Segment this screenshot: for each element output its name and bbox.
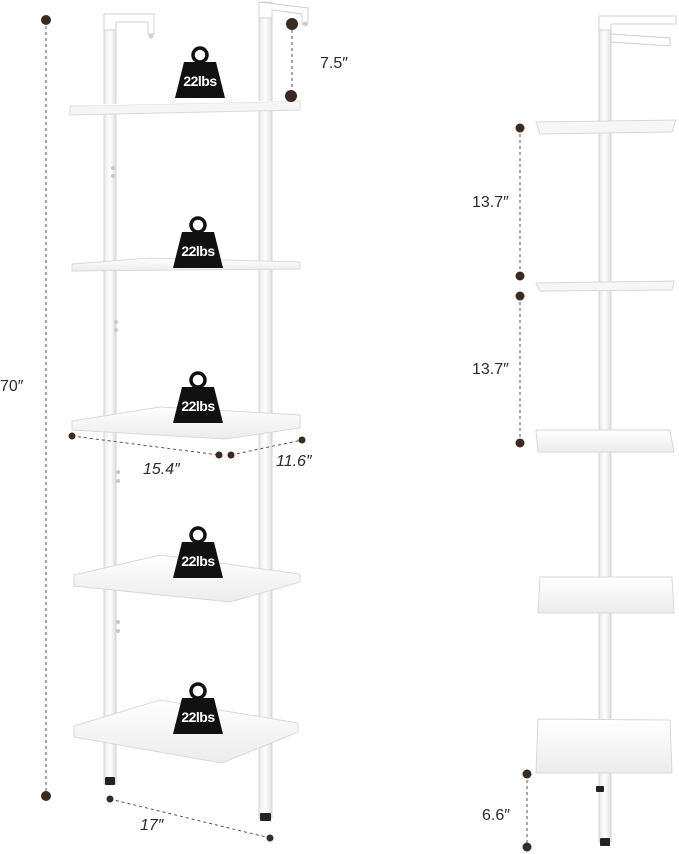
shelf-1 — [69, 100, 301, 116]
shelf-width-label: 15.4″ — [143, 461, 181, 478]
weight-badge-3: 22lbs — [173, 371, 223, 423]
shelf-depth-line — [230, 439, 303, 456]
weight-label: 22lbs — [181, 398, 215, 414]
right-top-hook — [258, 1, 309, 25]
post-screws — [111, 166, 120, 633]
left-post — [103, 13, 117, 785]
base-depth-label: 17″ — [140, 817, 165, 834]
right-hook-screw — [302, 21, 308, 27]
side-dimension-dots — [515, 123, 532, 852]
side-shelf-2 — [535, 280, 675, 292]
side-top-bracket — [610, 33, 671, 47]
side-foot — [600, 838, 610, 846]
shelf-width-line — [71, 435, 220, 456]
side-shelf-1 — [535, 119, 677, 135]
shelf-gap-1-label: 13.7″ — [472, 194, 509, 211]
weight-label: 22lbs — [181, 553, 215, 569]
left-foot — [105, 777, 115, 785]
left-top-hook — [103, 13, 155, 35]
weight-badge-5: 22lbs — [173, 682, 223, 734]
right-post — [258, 1, 273, 819]
shelf-depth-label: 11.6″ — [276, 453, 313, 470]
side-shelf-5 — [535, 718, 673, 774]
weight-label: 22lbs — [181, 709, 215, 725]
side-rear-foot — [596, 786, 604, 792]
side-post — [598, 15, 612, 843]
weight-badge-4: 22lbs — [173, 526, 223, 578]
front-dimension-dots — [41, 15, 306, 842]
base-depth-line — [109, 798, 271, 839]
shelf-gap-2-label: 13.7″ — [472, 361, 509, 378]
top-hook-label: 7.5″ — [320, 55, 348, 72]
side-shelf-4 — [537, 576, 675, 614]
side-view-bookshelf — [535, 15, 677, 846]
shelf-4 — [73, 554, 301, 603]
front-dimensions — [45, 20, 303, 839]
side-shelf-3 — [535, 429, 675, 453]
side-dimensions — [519, 128, 528, 847]
weight-badge-1: 22lbs — [175, 46, 225, 98]
side-top-hook — [598, 15, 677, 31]
weight-label: 22lbs — [181, 243, 215, 259]
weight-badge-2: 22lbs — [173, 216, 223, 268]
right-foot — [260, 813, 271, 821]
bottom-clearance-label: 6.6″ — [482, 807, 510, 824]
weight-label: 22lbs — [183, 73, 217, 89]
total-height-label: 70″ — [0, 378, 24, 395]
left-hook-screw — [148, 33, 154, 39]
front-view-bookshelf: 22lbs 22lbs 22lbs 22lbs 22lbs — [69, 1, 309, 821]
